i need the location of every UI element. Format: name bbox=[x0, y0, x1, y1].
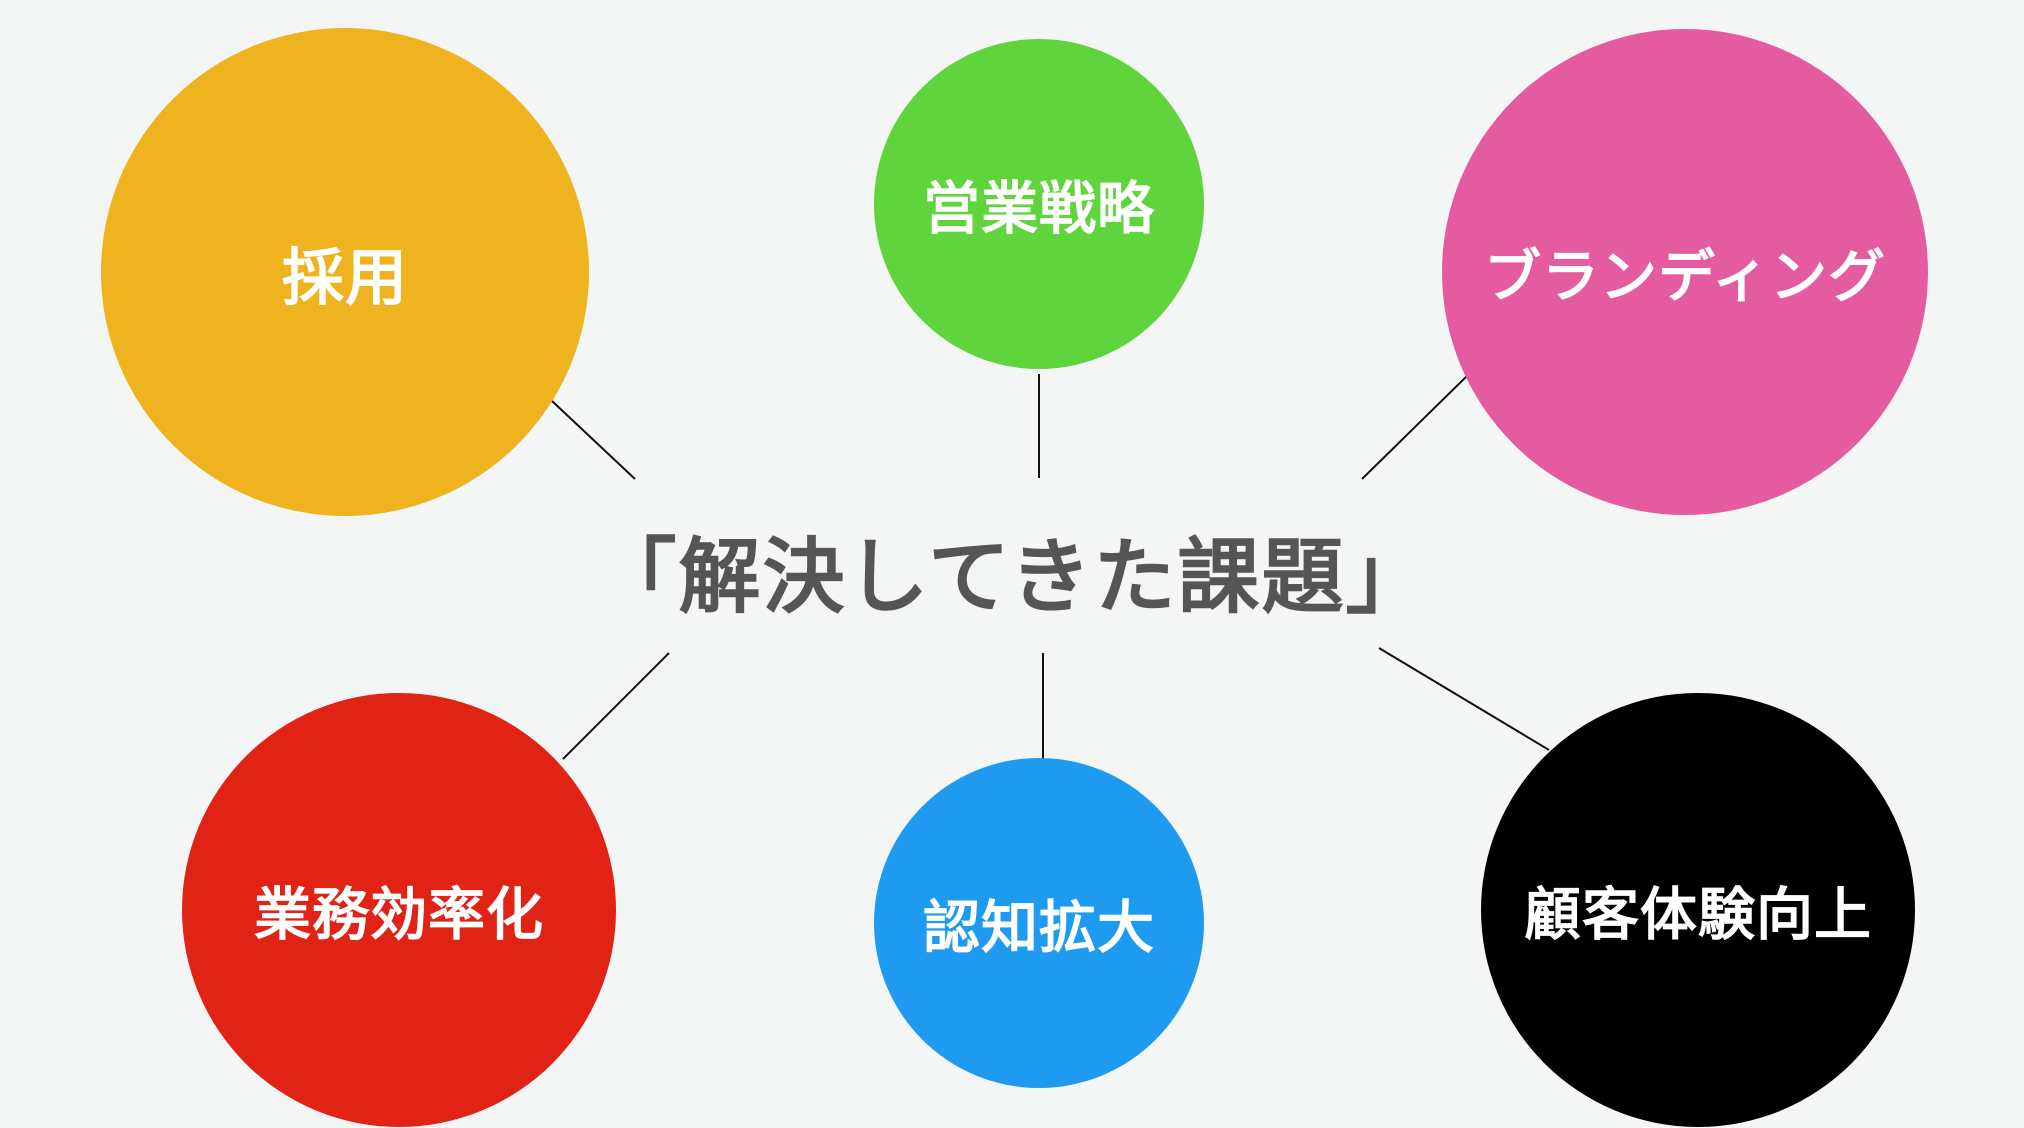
connector-line bbox=[562, 652, 670, 760]
topic-circle-efficiency: 業務効率化 bbox=[182, 693, 616, 1127]
topic-label: 顧客体験向上 bbox=[1524, 882, 1872, 948]
topic-circle-sales-strategy: 営業戦略 bbox=[874, 39, 1204, 369]
connector-line bbox=[1378, 647, 1550, 751]
topic-label: 認知拡大 bbox=[923, 895, 1155, 961]
central-title: 「解決してきた課題」 bbox=[594, 530, 1430, 625]
topic-label: 業務効率化 bbox=[254, 882, 544, 948]
topic-circle-recruiting: 採用 bbox=[101, 28, 589, 516]
topic-label: ブランディング bbox=[1483, 244, 1886, 310]
topic-circle-branding: ブランディング bbox=[1442, 29, 1928, 515]
topic-label: 営業戦略 bbox=[923, 176, 1155, 242]
topic-circle-customer-experience: 顧客体験向上 bbox=[1481, 693, 1915, 1127]
topic-label: 採用 bbox=[281, 241, 408, 314]
topic-circle-awareness: 認知拡大 bbox=[874, 758, 1204, 1088]
connector-line bbox=[551, 400, 636, 480]
connector-line bbox=[1361, 373, 1470, 480]
